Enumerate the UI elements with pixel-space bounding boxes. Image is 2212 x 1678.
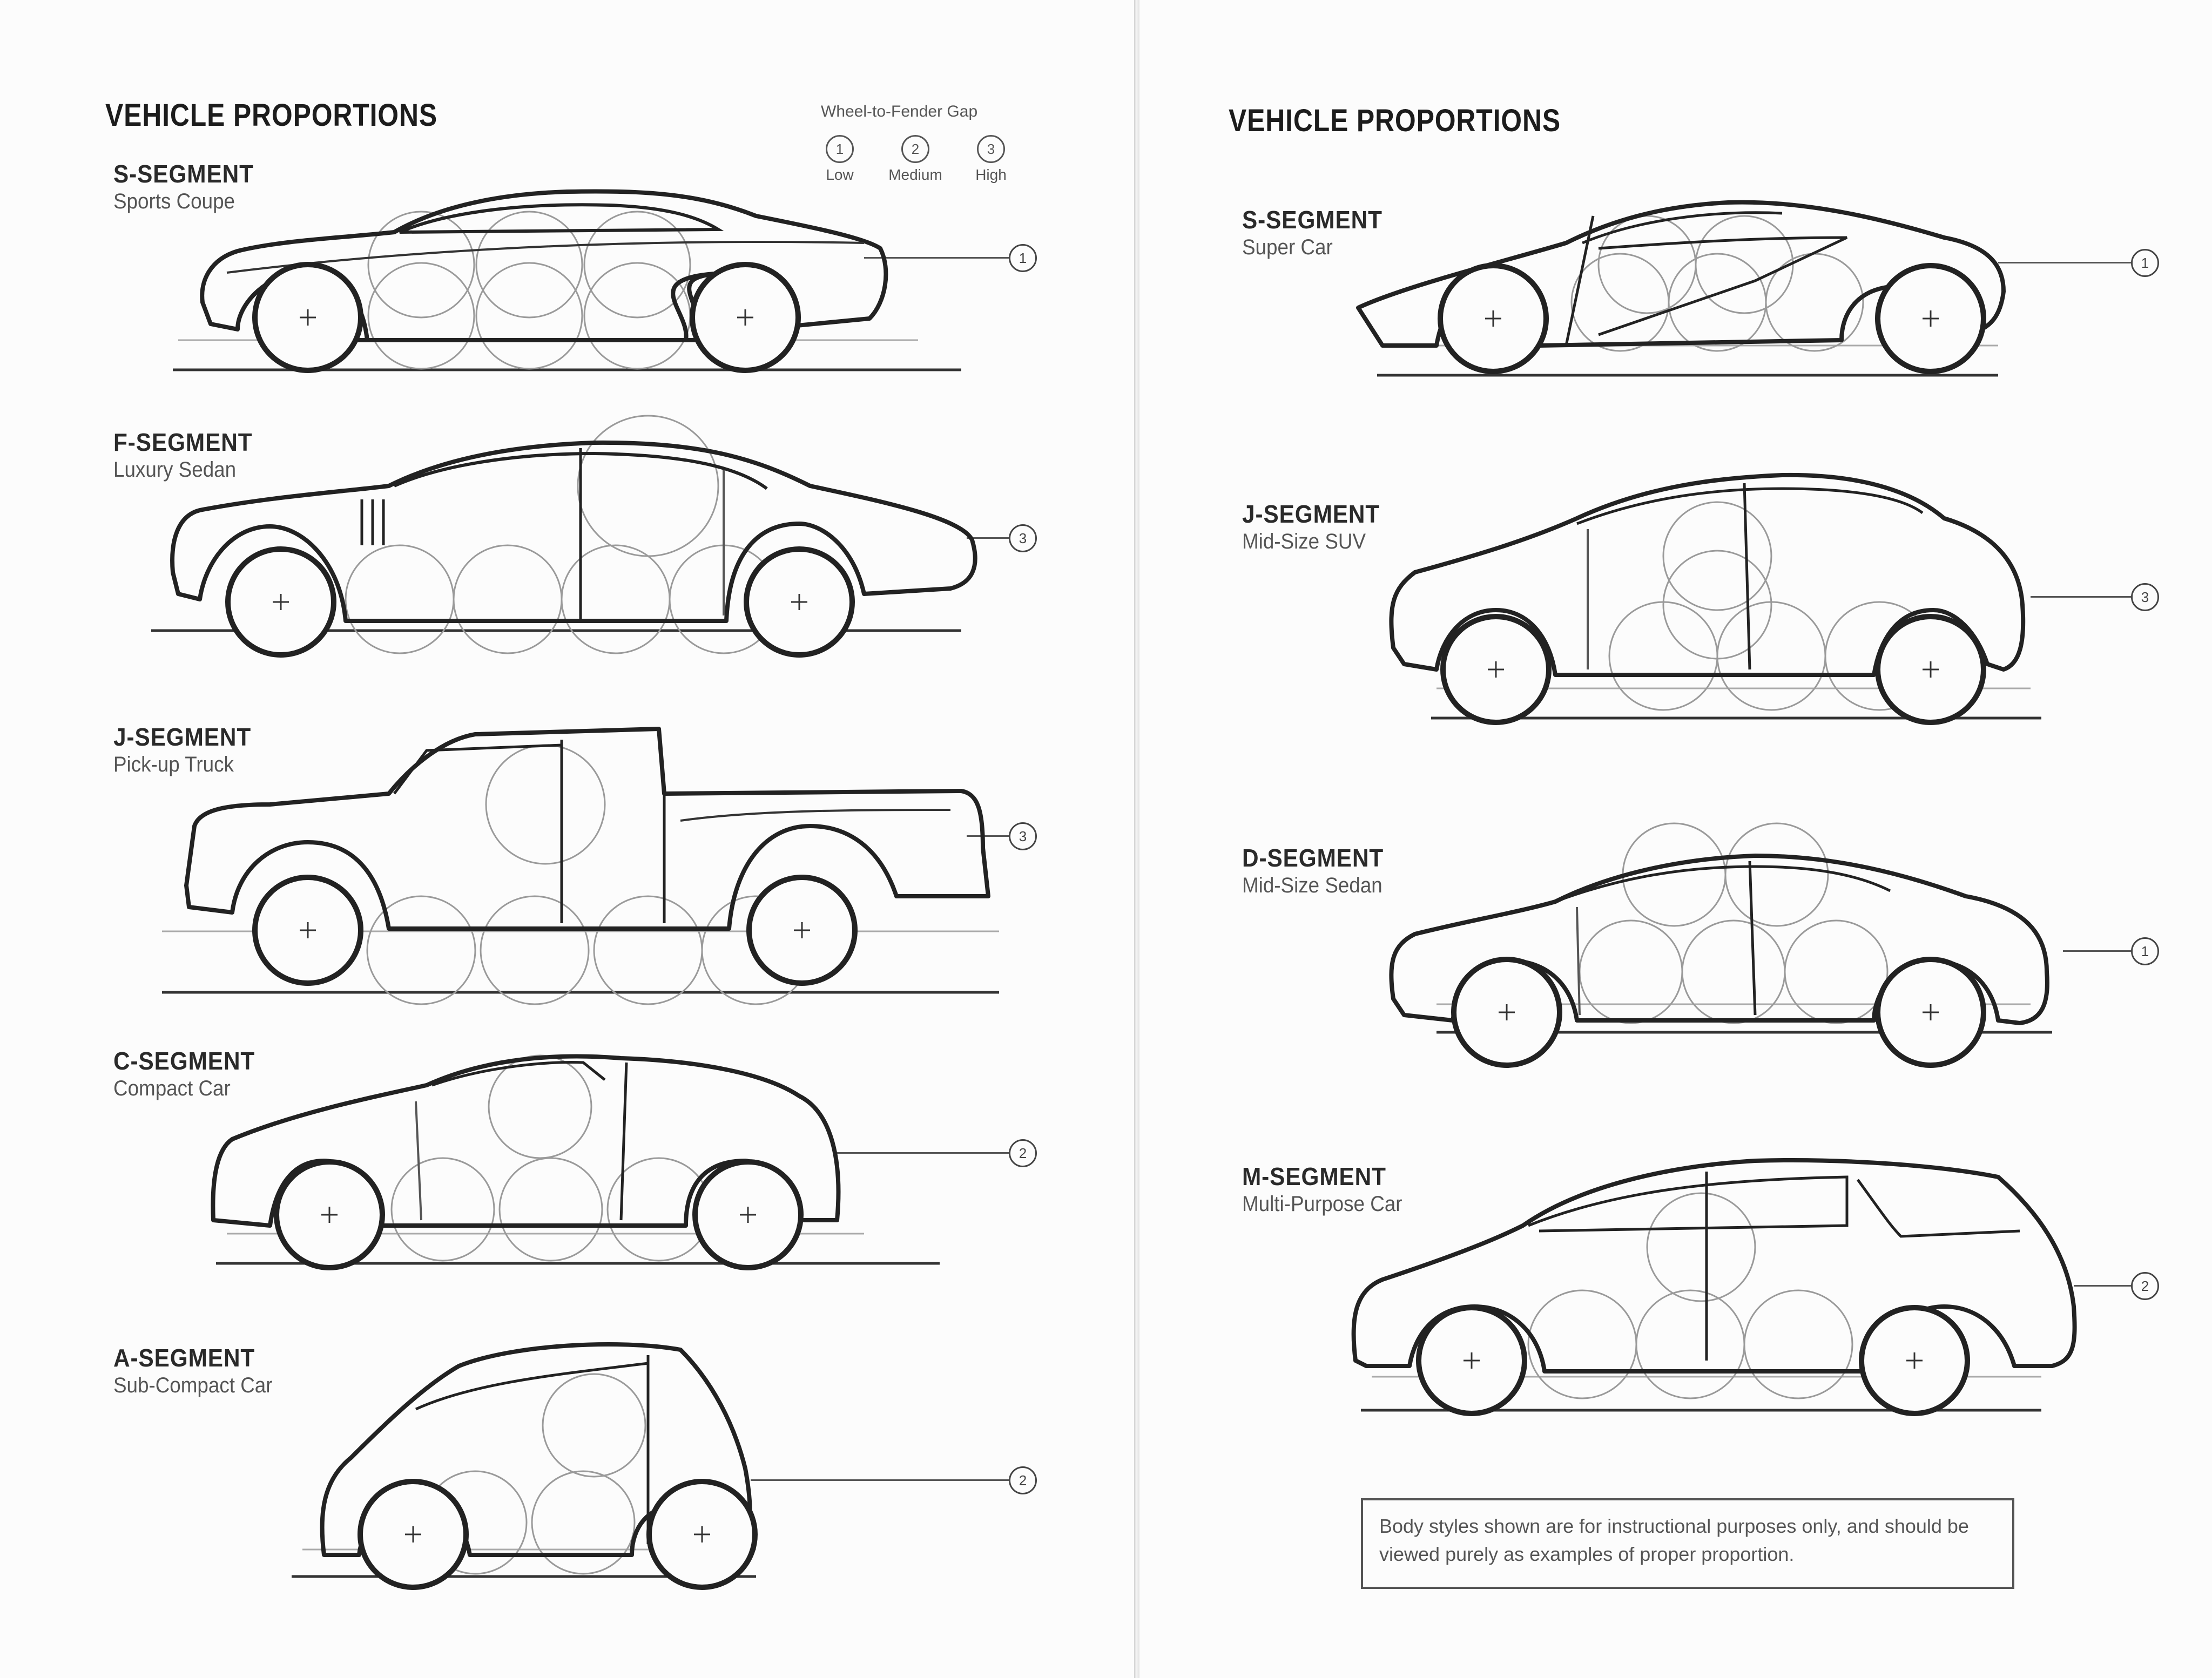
right-page <box>1139 0 2212 1678</box>
segment-name: C-SEGMENT <box>113 1047 255 1075</box>
segment-type: Mid-Size SUV <box>1242 530 1366 553</box>
legend-item-medium: 2 Medium <box>886 135 945 184</box>
segment-label-j-pickup-truck: J-SEGMENT Pick-up Truck <box>113 722 263 777</box>
segment-type: Compact Car <box>113 1077 231 1100</box>
segment-label-d-midsize-sedan: D-SEGMENT Mid-Size Sedan <box>1242 843 1396 898</box>
segment-name: J-SEGMENT <box>1242 500 1380 528</box>
gap-leader-line <box>967 835 1010 837</box>
gap-leader-line <box>2031 596 2144 598</box>
disclaimer-box: Body styles shown are for instructional … <box>1361 1498 2014 1589</box>
segment-label-f-luxury-sedan: F-SEGMENT Luxury Sedan <box>113 428 265 482</box>
gap-leader-line <box>2074 1285 2144 1287</box>
segment-type: Sub-Compact Car <box>113 1373 273 1397</box>
drawing-pickup-truck <box>162 727 999 1005</box>
wheel-gap-legend: Wheel-to-Fender Gap 1 Low 2 Medium 3 Hig… <box>810 103 1037 200</box>
segment-name: S-SEGMENT <box>113 160 254 188</box>
gap-leader-line <box>837 1152 1010 1154</box>
legend-circle-icon: 3 <box>977 135 1005 163</box>
drawing-luxury-sedan <box>151 415 977 655</box>
drawing-subcompact-car <box>292 1342 756 1587</box>
segment-label-m-multipurpose-car: M-SEGMENT Multi-Purpose Car <box>1242 1162 1416 1216</box>
segment-name: A-SEGMENT <box>113 1344 255 1372</box>
segment-type: Pick-up Truck <box>113 753 234 776</box>
drawing-super-car <box>1356 200 2006 377</box>
gap-marker-icon: 1 <box>2131 249 2159 277</box>
segment-label-s-super-car: S-SEGMENT Super Car <box>1242 205 1394 260</box>
legend-circle-icon: 1 <box>826 135 854 163</box>
drawing-compact-car <box>211 1054 940 1268</box>
drawing-midsize-suv <box>1389 472 2041 722</box>
segment-type: Sports Coupe <box>113 190 235 213</box>
segment-name: D-SEGMENT <box>1242 844 1384 872</box>
disclaimer-text: Body styles shown are for instructional … <box>1379 1515 1969 1565</box>
segment-type: Mid-Size Sedan <box>1242 874 1382 897</box>
segment-label-c-compact-car: C-SEGMENT Compact Car <box>113 1046 267 1101</box>
legend-label: Medium <box>888 166 942 183</box>
segment-name: M-SEGMENT <box>1242 1162 1386 1190</box>
legend-item-high: 3 High <box>961 135 1021 184</box>
drawing-sports-coupe <box>173 189 961 370</box>
gap-marker-icon: 2 <box>2131 1272 2159 1300</box>
gap-marker-icon: 1 <box>1009 244 1037 272</box>
gap-marker-icon: 2 <box>1009 1139 1037 1167</box>
gap-leader-line <box>2063 950 2144 952</box>
drawing-multipurpose-car <box>1351 1158 2077 1413</box>
left-page-title: VEHICLE PROPORTIONS <box>105 98 437 133</box>
gap-leader-line <box>1998 262 2144 263</box>
legend-title: Wheel-to-Fender Gap <box>821 103 978 120</box>
gap-marker-icon: 3 <box>2131 583 2159 611</box>
segment-label-s-sports-coupe: S-SEGMENT Sports Coupe <box>113 159 266 214</box>
book-gutter <box>1134 0 1139 1678</box>
right-page-title: VEHICLE PROPORTIONS <box>1229 103 1561 138</box>
segment-name: J-SEGMENT <box>113 723 252 751</box>
segment-label-a-subcompact-car: A-SEGMENT Sub-Compact Car <box>113 1343 286 1398</box>
gap-leader-line <box>967 537 1010 539</box>
segment-label-j-midsize-suv: J-SEGMENT Mid-Size SUV <box>1242 499 1392 554</box>
legend-label: High <box>975 166 1007 183</box>
legend-item-low: 1 Low <box>810 135 869 184</box>
segment-type: Multi-Purpose Car <box>1242 1192 1402 1216</box>
gap-marker-icon: 3 <box>1009 822 1037 850</box>
segment-name: F-SEGMENT <box>113 428 253 456</box>
gap-leader-line <box>864 257 1010 259</box>
segment-type: Luxury Sedan <box>113 458 237 482</box>
gap-marker-icon: 1 <box>2131 937 2159 965</box>
gap-marker-icon: 2 <box>1009 1466 1037 1494</box>
drawing-midsize-sedan <box>1389 822 2052 1065</box>
segment-type: Super Car <box>1242 235 1333 259</box>
legend-circle-icon: 2 <box>901 135 929 163</box>
gap-marker-icon: 3 <box>1009 524 1037 552</box>
legend-label: Low <box>826 166 854 183</box>
gap-leader-line <box>751 1479 1010 1481</box>
segment-name: S-SEGMENT <box>1242 206 1382 234</box>
